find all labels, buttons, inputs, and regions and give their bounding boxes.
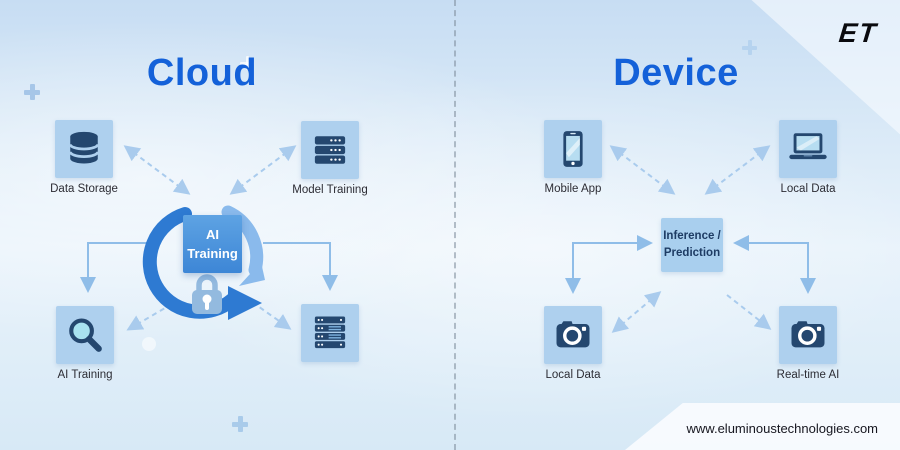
inference-prediction-box: Inference / Prediction [661,218,723,272]
arrow-device-topright-dashed [704,145,771,195]
arrow-cloud-topright-dashed [229,145,297,195]
node-label: Local Data [545,369,601,381]
plus-decoration [232,416,248,432]
arrow-device-topleft-dashed [609,145,676,195]
node-ai-training-search: AI Training [56,306,114,381]
node-local-data-laptop: Local Data [779,120,837,195]
camera-icon [791,321,825,348]
node-local-data-camera: Local Data [544,306,602,381]
plus-decoration [24,84,40,100]
ai-training-line2: Training [187,246,238,261]
arrow-device-left-solid [565,235,653,294]
ai-training-line1: AI [206,226,219,242]
inference-line1: Inference / [663,230,721,243]
node-data-storage: Data Storage [50,120,118,195]
node-label: Real-time AI [776,369,840,381]
plus-decoration [240,56,254,70]
search-icon [69,318,102,352]
dot-decoration [142,337,156,351]
arrow-device-right-solid [733,235,816,294]
lock-icon [192,274,222,314]
cloud-title: Cloud [146,52,258,94]
inference-line2: Prediction [663,247,721,259]
ai-training-center-box: AI Training [183,215,242,273]
server-rack-icon [314,316,346,349]
device-title: Device [613,52,739,94]
smartphone-icon [563,131,583,167]
node-label: Local Data [780,183,836,195]
plus-decoration [742,40,757,55]
node-server-rack [301,304,359,362]
arrow-cloud-right-solid [263,242,338,291]
node-label: AI Training [57,369,113,381]
arrow-cloud-topleft-dashed [123,145,191,195]
camera-icon [556,321,590,348]
node-label: Model Training [292,184,368,196]
node-model-training: Model Training [292,121,368,196]
arrow-device-bottomright-dashed [726,294,772,330]
node-label: Mobile App [544,183,602,195]
node-mobile-app: Mobile App [544,120,602,195]
server-dots-icon [314,136,346,164]
arrow-device-bottomleft-dashed [611,291,662,333]
node-real-time-ai: Real-time AI [777,306,839,381]
node-label: Data Storage [50,183,118,195]
laptop-icon [789,133,827,160]
website-url: www.eluminoustechnologies.com [686,421,878,436]
database-icon [68,131,100,164]
center-divider-dashed-line [454,0,456,450]
arrow-cloud-left-solid [80,242,150,293]
